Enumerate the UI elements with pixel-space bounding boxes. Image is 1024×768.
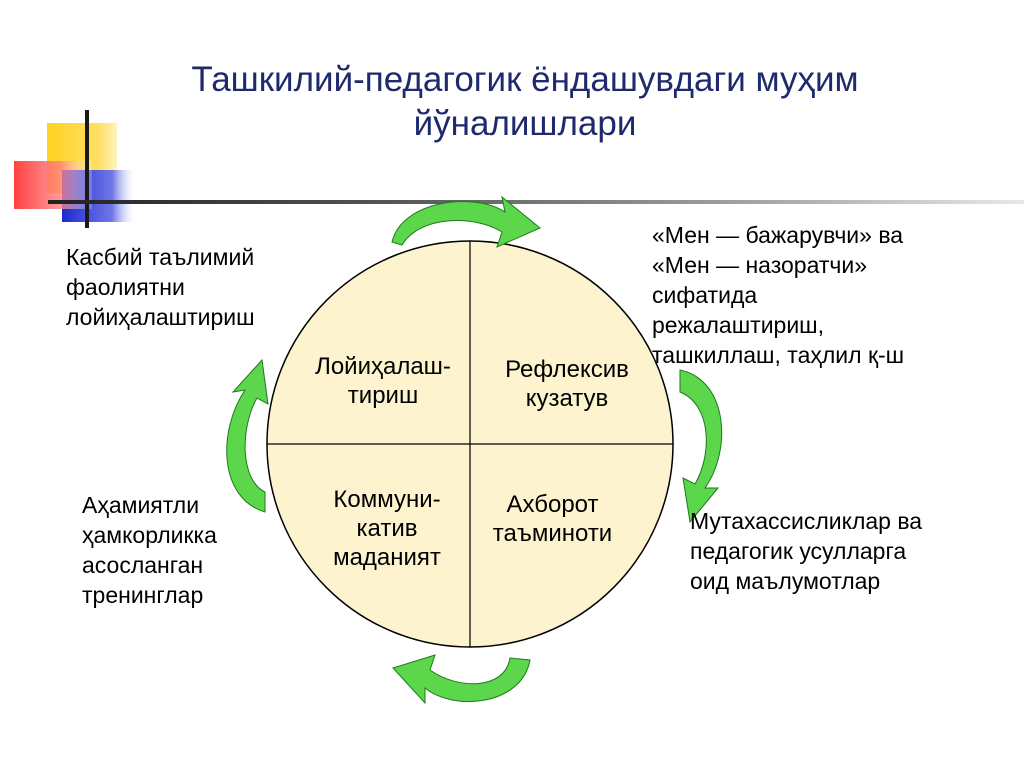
- quadrant-top-right: Рефлексив кузатув: [482, 355, 652, 413]
- quadrant-text: таъминоти: [492, 520, 613, 547]
- caption-line: лойиҳалаштириш: [66, 304, 255, 330]
- caption-line: оид маълумотлар: [690, 568, 881, 594]
- quadrant-text: Рефлексив: [505, 356, 629, 383]
- caption-line: фаолиятни: [66, 274, 185, 300]
- quadrant-text: кузатув: [525, 385, 609, 412]
- caption-line: «Мен — бажарувчи» ва: [652, 222, 904, 248]
- quadrant-text: маданият: [333, 544, 441, 571]
- caption-line: «Мен — назоратчи»: [652, 252, 868, 278]
- caption-line: сифатида: [652, 282, 758, 308]
- caption-line: Аҳамиятли: [82, 492, 200, 518]
- caption-top-left: Касбий таълимий фаолиятни лойиҳалаштириш: [66, 242, 255, 332]
- quadrant-top-left: Лойиҳалаш- тириш: [298, 352, 468, 410]
- caption-line: режалаштириш,: [652, 312, 825, 338]
- caption-top-right: «Мен — бажарувчи» ва «Мен — назоратчи» с…: [652, 220, 904, 370]
- caption-line: Касбий таълимий: [66, 244, 255, 270]
- title-line-2: йўналишлари: [413, 104, 637, 143]
- quadrant-text: Ахборот: [506, 491, 599, 518]
- caption-line: ҳамкорликка: [82, 522, 217, 548]
- top-curved-arrow: [391, 195, 541, 248]
- caption-line: Мутахассисликлар ва: [690, 508, 923, 534]
- deco-vertical-line: [85, 110, 89, 228]
- title-rule-line: [48, 200, 1024, 204]
- quadrant-bottom-right: Ахборот таъминоти: [470, 490, 635, 548]
- left-curved-arrow: [226, 358, 269, 513]
- caption-line: ташкиллаш, таҳлил қ-ш: [652, 342, 905, 368]
- quadrant-text: Лойиҳалаш-: [315, 353, 451, 380]
- caption-bottom-left: Аҳамиятли ҳамкорликка асосланган тренинг…: [82, 490, 217, 610]
- caption-line: асосланган: [82, 552, 204, 578]
- quadrant-text: Коммуни-: [333, 486, 441, 513]
- quadrant-bottom-left: Коммуни- катив маданият: [302, 485, 472, 572]
- bottom-curved-arrow: [392, 654, 531, 705]
- caption-line: педагогик усулларга: [690, 538, 907, 564]
- right-curved-arrow: [679, 369, 723, 524]
- quadrant-text: тириш: [347, 382, 419, 409]
- title-line-1: Ташкилий-педагогик ёндашувдаги муҳим: [191, 60, 859, 99]
- page-title: Ташкилий-педагогик ёндашувдаги муҳим йўн…: [120, 58, 930, 146]
- caption-bottom-right: Мутахассисликлар ва педагогик усулларга …: [690, 506, 922, 596]
- caption-line: тренинглар: [82, 582, 204, 608]
- quadrant-text: катив: [356, 515, 418, 542]
